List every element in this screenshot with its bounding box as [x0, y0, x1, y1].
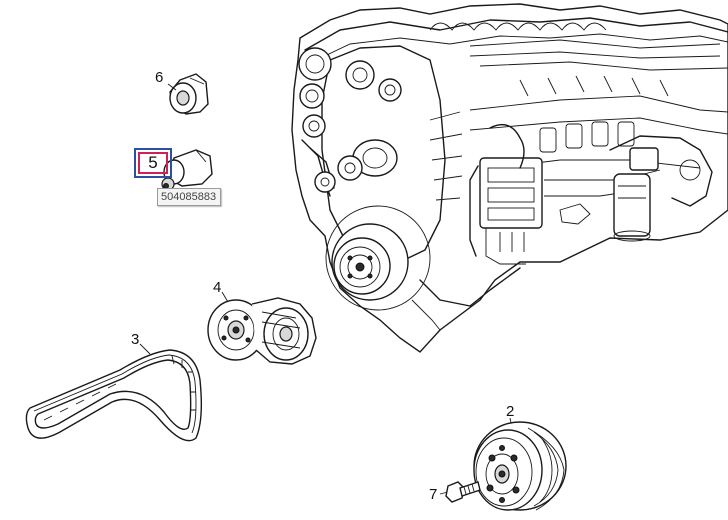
callout-4[interactable]: 4	[213, 279, 222, 296]
part-4-belt-tensioner[interactable]	[207, 291, 317, 365]
part-3-drive-belt[interactable]	[25, 343, 203, 442]
callout-6[interactable]: 6	[155, 69, 164, 86]
engine-assembly	[291, 3, 728, 353]
leader-line-6	[167, 83, 177, 91]
callout-2[interactable]: 2	[506, 403, 515, 420]
part-2-crankshaft-pulley[interactable]	[473, 417, 567, 511]
callout-5: 5	[148, 153, 158, 172]
callout-7[interactable]: 7	[429, 486, 438, 503]
part-number-tooltip: 504085883	[157, 188, 221, 206]
part-7-bolt[interactable]	[439, 481, 481, 503]
callout-5-highlight[interactable]: 5	[134, 148, 172, 178]
part-6-idler-roller[interactable]	[169, 73, 209, 115]
callout-5-highlight-inner	[138, 152, 168, 174]
part-5-tensioner-pulley[interactable]	[161, 149, 213, 191]
callout-3[interactable]: 3	[131, 331, 140, 348]
